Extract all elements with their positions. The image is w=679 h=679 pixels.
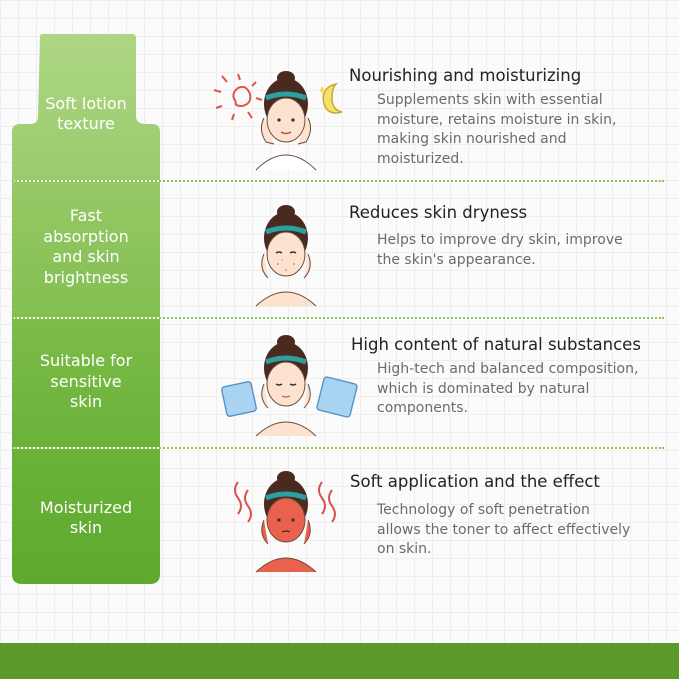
feature-desc-dryness: Helps to improve dry skin, improve the s…: [377, 232, 623, 268]
face-dry-skin-icon: [255, 205, 317, 307]
feature-title-nourishing: Nourishing and moisturizing: [349, 66, 582, 85]
bottle-label-sensitive-skin: Suitable for sensitive skin: [39, 351, 133, 412]
bottle-label-soft-lotion: Soft lotion texture: [45, 93, 127, 134]
section-divider: [12, 447, 664, 449]
feature-title-dryness: Reduces skin dryness: [349, 203, 528, 222]
section-divider: [12, 180, 664, 182]
face-sun-moon-icon: [213, 71, 343, 171]
feature-title-soft-application: Soft application and the effect: [350, 472, 600, 491]
bottle-label-fast-absorption: Fast absorption and skin brightness: [43, 206, 129, 287]
footer-bar: [0, 643, 679, 679]
feature-desc-natural: High-tech and balanced composition, whic…: [377, 361, 639, 416]
feature-desc-nourishing: Supplements skin with essential moisture…: [377, 92, 617, 167]
face-heat-icon: [234, 471, 336, 573]
bottle-label-moisturized: Moisturized skin: [39, 497, 133, 538]
face-ice-cubes-icon: [221, 335, 358, 437]
feature-title-natural: High content of natural substances: [351, 335, 641, 354]
feature-desc-soft-application: Technology of soft penetration allows th…: [377, 502, 631, 557]
section-divider: [12, 317, 664, 319]
